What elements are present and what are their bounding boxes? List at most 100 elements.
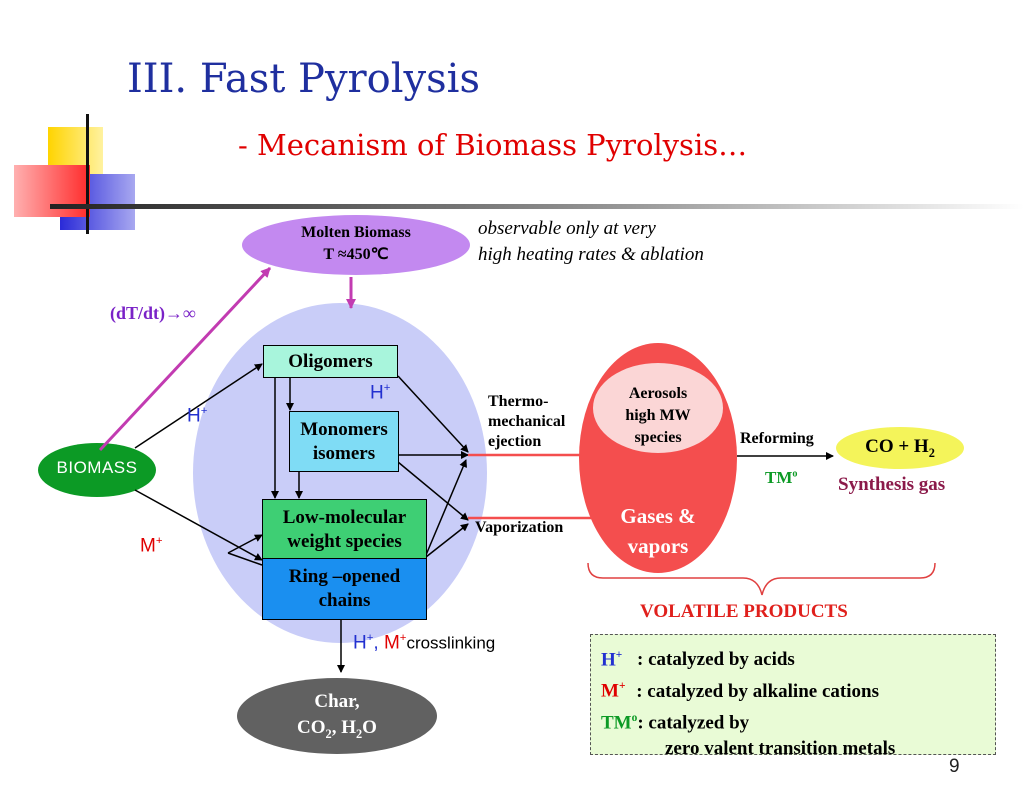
h-plus-label-left: H+ [187, 405, 207, 427]
vertical-rule-decoration [86, 114, 89, 234]
h-plus-label-center: H+ [370, 382, 390, 404]
legend-row-alkaline: M+ : catalyzed by alkaline cations [601, 673, 985, 704]
molten-label-line1: Molten Biomass [301, 224, 411, 241]
crosslink-h-sup: + [366, 632, 374, 644]
gases-line1: Gases & [620, 504, 696, 528]
observable-note-line2: high heating rates & ablation [478, 244, 704, 265]
arrow-ring-to-vaporization [425, 523, 469, 558]
thermo-line1: Thermo- [488, 393, 549, 410]
volatile-products-brace [587, 562, 936, 596]
legend-row-tm-cont: zero valent transition metals [665, 737, 896, 759]
product-co: CO + H [865, 436, 929, 457]
heating-rate-label: (dT/dt)→∞ [110, 303, 196, 323]
m-plus-label-left: M+ [140, 535, 162, 557]
tm-catalyst-label: TMo [765, 468, 797, 488]
char-co2-sub: 2 [325, 726, 332, 741]
legend-h: H [601, 649, 616, 671]
legend-h-text: : catalyzed by acids [637, 649, 795, 671]
thermo-line3: ejection [488, 433, 542, 450]
vaporization-label: Vaporization [475, 519, 564, 536]
legend-m-sup: + [618, 680, 626, 693]
slide-title: III. Fast Pyrolysis [127, 56, 480, 102]
arrow-to-lowmw [227, 534, 263, 554]
crosslink-h: H [353, 632, 367, 654]
gases-line2: vapors [627, 534, 689, 558]
aerosols-line2: high MW [625, 407, 691, 424]
arrow-monomers-to-vaporization [397, 461, 469, 521]
monomers-box: Monomers isomers [289, 411, 399, 472]
legend-h-sup: + [615, 649, 623, 661]
monomers-label-line1: Monomers [300, 418, 388, 440]
char-o: O [362, 717, 377, 738]
ring-opened-box: Ring –opened chains [262, 558, 427, 620]
char-line1: Char, [314, 691, 360, 712]
page-number: 9 [949, 756, 960, 777]
arrow-ring-to-thermo [425, 459, 467, 556]
aerosols-ellipse [593, 363, 723, 453]
connector-ring-left [227, 552, 263, 566]
char-line2: CO2, H2O [237, 715, 437, 747]
aerosols-line1: Aerosols [628, 385, 688, 402]
legend-row-tm: TMo: catalyzed by [601, 705, 985, 736]
product-sub: 2 [928, 445, 935, 460]
thermo-line2: mechanical [488, 413, 566, 430]
char-h2-sub: 2 [356, 726, 363, 741]
gases-vapors-label: Gases & vapors [593, 501, 723, 561]
molten-biomass-ellipse [242, 215, 470, 275]
legend-tm-text: : catalyzed by [637, 711, 750, 733]
molten-biomass-label: Molten Biomass T ≈450℃ [242, 222, 470, 266]
legend-tm: TM [601, 711, 632, 733]
oligomers-box: Oligomers [263, 345, 398, 378]
crosslink-comma: , [373, 632, 379, 654]
crosslink-m-sup: + [399, 632, 407, 644]
h-plus-left-text: H [187, 405, 201, 427]
observable-note: observable only at very high heating rat… [478, 216, 704, 268]
reforming-label: Reforming [740, 430, 814, 447]
horizontal-rule [50, 204, 1024, 209]
arrow-oligomers-to-thermo [397, 375, 469, 453]
h-plus-left-sup: + [200, 405, 208, 417]
char-sep: , H [331, 717, 356, 738]
legend-row-acids: H+ : catalyzed by acids [601, 642, 985, 673]
volatile-products-label: VOLATILE PRODUCTS [640, 601, 848, 622]
char-label: Char, CO2, H2O [237, 689, 437, 747]
ring-label-line2: chains [318, 590, 371, 611]
m-plus-left-text: M [140, 535, 156, 557]
synthesis-gas-label: Synthesis gas [838, 474, 946, 495]
molten-label-line2: T ≈450℃ [323, 246, 389, 263]
product-ellipse [836, 427, 964, 469]
low-mw-label-line1: Low-molecular [282, 506, 407, 528]
observable-note-line1: observable only at very [478, 218, 656, 239]
h-plus-center-sup: + [383, 382, 391, 394]
m-plus-left-sup: + [155, 535, 163, 547]
product-label: CO + H2 [836, 436, 964, 461]
biomass-label: BIOMASS [56, 458, 138, 477]
legend-m: M [601, 680, 619, 702]
monomers-label-line2: isomers [312, 442, 376, 464]
tm-catalyst-text: TM [765, 468, 793, 487]
char-co: CO [297, 717, 326, 738]
crosslinking-label: H+, M+crosslinking [353, 632, 495, 654]
arrow-biomass-to-oligomers [134, 363, 263, 449]
crosslink-word: crosslinking [406, 633, 496, 653]
low-mw-box: Low-molecular weight species [262, 499, 427, 560]
low-mw-label-line2: weight species [287, 530, 402, 552]
arrow-biomass-to-ring [134, 489, 263, 561]
ring-label-line1: Ring –opened [288, 566, 401, 588]
biomass-ellipse [38, 443, 156, 497]
magenta-arrow-biomass-to-molten [98, 266, 272, 452]
crosslink-m: M [383, 632, 400, 654]
tm-catalyst-sup: o [792, 468, 798, 480]
thermo-mechanical-label: Thermo- mechanical ejection [488, 392, 565, 452]
slide-decoration [14, 114, 1024, 234]
aerosols-line3: species [634, 429, 682, 446]
oligomers-label: Oligomers [288, 350, 373, 372]
aerosols-label: Aerosols high MW species [593, 383, 723, 449]
char-ellipse [237, 678, 437, 754]
slide-subtitle: - Mecanism of Biomass Pyrolysis… [238, 128, 748, 162]
legend-m-text: : catalyzed by alkaline cations [636, 680, 879, 702]
h-plus-center-text: H [370, 382, 384, 404]
legend-tm-sup: o [631, 711, 638, 724]
catalyst-legend: H+ : catalyzed by acids M+ : catalyzed b… [590, 634, 996, 759]
